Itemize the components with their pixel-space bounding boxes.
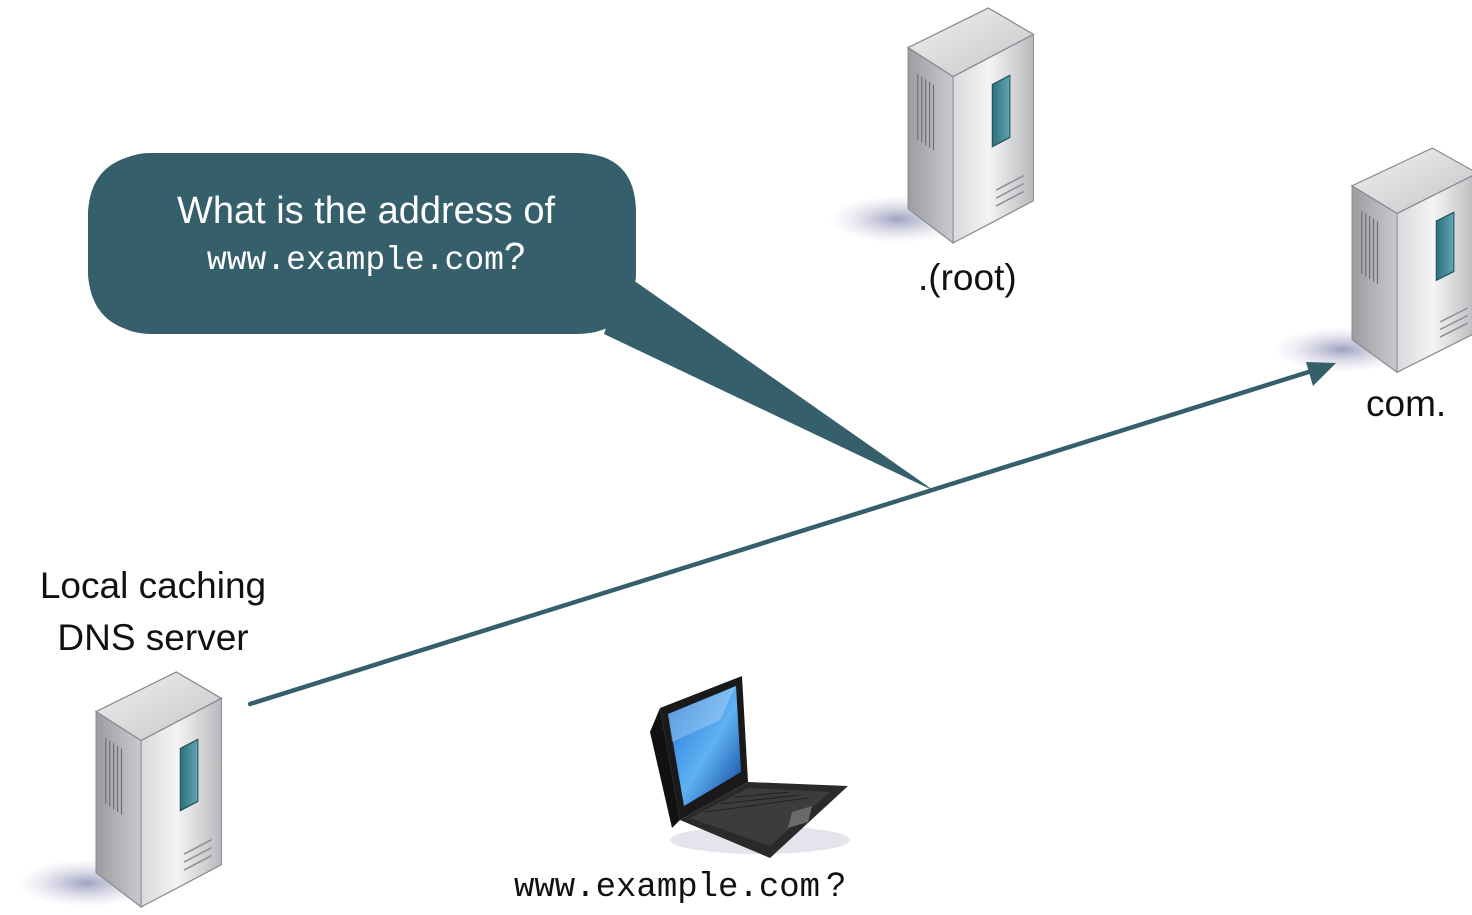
laptop-icon [650,676,850,858]
client-query-label: www.example.com? [514,866,845,907]
com-server-label: com. [1366,383,1447,424]
root-server-icon [828,7,1035,244]
root-server-label: .(root) [918,257,1017,298]
callout-line2: www.example.com? [96,234,636,284]
callout-suffix: ? [503,236,526,278]
local-server-icon [16,671,223,908]
callout-line1: What is the address of [176,190,556,232]
local-server-label: Local caching DNS server [0,560,306,664]
com-server-icon [1272,147,1472,374]
callout-text: What is the address of www.example.com? [96,188,636,284]
callout-query: www.example.com [206,242,504,279]
local-server-label-line1: Local caching [39,565,267,606]
query-arrow [247,362,1336,707]
client-query-suffix: ? [826,866,845,904]
speech-bubble [88,153,936,492]
local-server-label-line2: DNS server [57,617,249,658]
client-query-domain: www.example.com [514,869,821,907]
